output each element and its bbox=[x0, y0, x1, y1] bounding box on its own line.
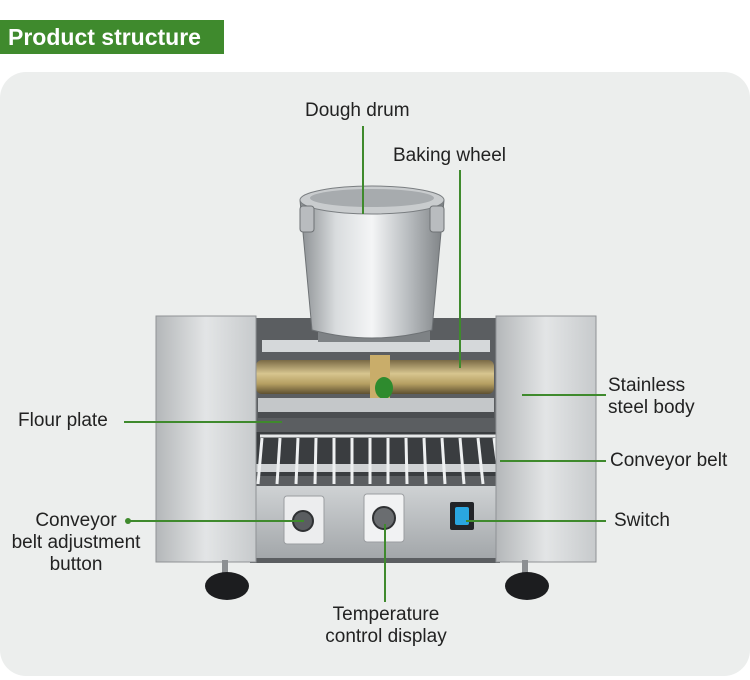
left-side-panel bbox=[155, 315, 257, 563]
left-foot bbox=[205, 560, 249, 600]
label-adjust-line3: button bbox=[49, 554, 103, 575]
label-adjust-line1: Conveyor bbox=[35, 510, 117, 531]
green-valve-icon bbox=[375, 377, 393, 399]
label-dough-drum: Dough drum bbox=[305, 100, 410, 121]
label-conveyor-belt: Conveyor belt bbox=[610, 450, 728, 471]
leader-dough-drum bbox=[362, 126, 364, 214]
section-title: Product structure bbox=[0, 20, 224, 54]
leader-adjustment bbox=[128, 520, 304, 522]
leader-dot-adjustment bbox=[125, 518, 131, 524]
leader-stainless-body bbox=[522, 394, 606, 396]
flour-plate bbox=[258, 398, 494, 412]
label-flour-plate: Flour plate bbox=[18, 410, 108, 431]
label-adjustment-button: Conveyor belt adjustment button bbox=[2, 510, 150, 576]
label-temp-line1: Temperature bbox=[332, 604, 440, 625]
label-temp-line2: control display bbox=[325, 626, 447, 647]
label-switch: Switch bbox=[614, 510, 670, 531]
leader-temperature bbox=[384, 524, 386, 602]
conveyor-belt bbox=[234, 432, 520, 485]
label-adjust-line2: belt adjustment bbox=[11, 532, 141, 553]
dough-drum bbox=[299, 185, 445, 342]
leader-switch bbox=[466, 520, 606, 522]
right-foot bbox=[505, 560, 549, 600]
top-bar bbox=[262, 340, 490, 352]
leader-baking-wheel bbox=[459, 170, 461, 368]
label-stainless-line2: steel body bbox=[608, 397, 695, 418]
label-stainless-line1: Stainless bbox=[608, 375, 686, 396]
leader-flour-plate bbox=[124, 421, 282, 423]
label-baking-wheel: Baking wheel bbox=[393, 145, 507, 166]
power-switch-icon[interactable] bbox=[455, 507, 469, 525]
label-stainless-body: Stainless steel body bbox=[608, 375, 695, 419]
leader-conveyor-belt bbox=[500, 460, 606, 462]
label-temperature-display: Temperature control display bbox=[300, 604, 472, 648]
right-side-panel bbox=[495, 315, 597, 563]
